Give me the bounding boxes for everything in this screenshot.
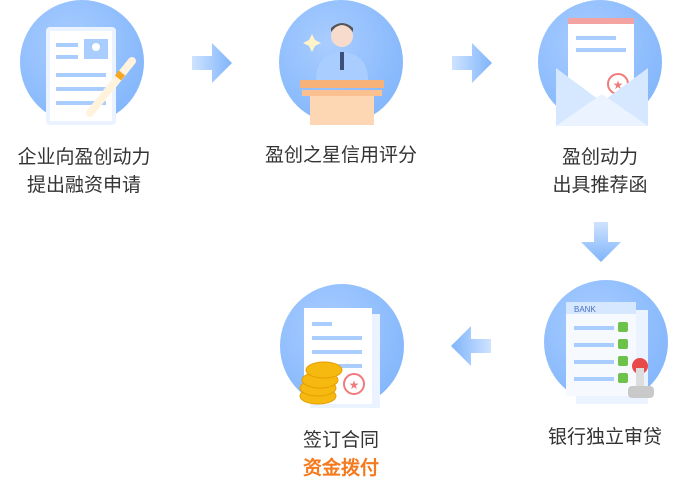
- svg-text:★: ★: [349, 378, 360, 392]
- step3-line1: 盈创动力: [561, 146, 638, 168]
- contract-coins-icon: ★: [299, 308, 380, 408]
- bank-label: BANK: [574, 305, 596, 314]
- step1-line2: 提出融资申请: [26, 174, 141, 196]
- arrow-down-icon: [581, 222, 621, 262]
- step1-label: 企业向盈创动力 提出融资申请: [0, 143, 194, 199]
- step2-line1: 盈创之星信用评分: [264, 144, 417, 166]
- arrow-right-icon: [192, 43, 232, 83]
- step3-label: 盈创动力 出具推荐函: [490, 143, 697, 199]
- step5-line1: 签订合同: [302, 429, 379, 451]
- step4-label: 银行独立审贷: [495, 423, 697, 451]
- application-form-icon: [46, 27, 136, 125]
- step2-label: 盈创之星信用评分: [231, 141, 451, 169]
- speaker-podium-icon: [300, 23, 384, 125]
- step1-line1: 企业向盈创动力: [17, 146, 151, 168]
- step5-label: 签订合同 资金拨付: [231, 426, 451, 482]
- step3-line2: 出具推荐函: [552, 174, 648, 196]
- step4-line1: 银行独立审贷: [547, 426, 662, 448]
- svg-text:★: ★: [613, 78, 624, 92]
- bank-checklist-icon: BANK: [566, 302, 654, 404]
- arrow-left-icon: [451, 326, 491, 366]
- step5-highlight: 资金拨付: [302, 457, 379, 479]
- recommendation-letter-icon: ★: [556, 18, 648, 126]
- arrow-right-icon: [452, 43, 492, 83]
